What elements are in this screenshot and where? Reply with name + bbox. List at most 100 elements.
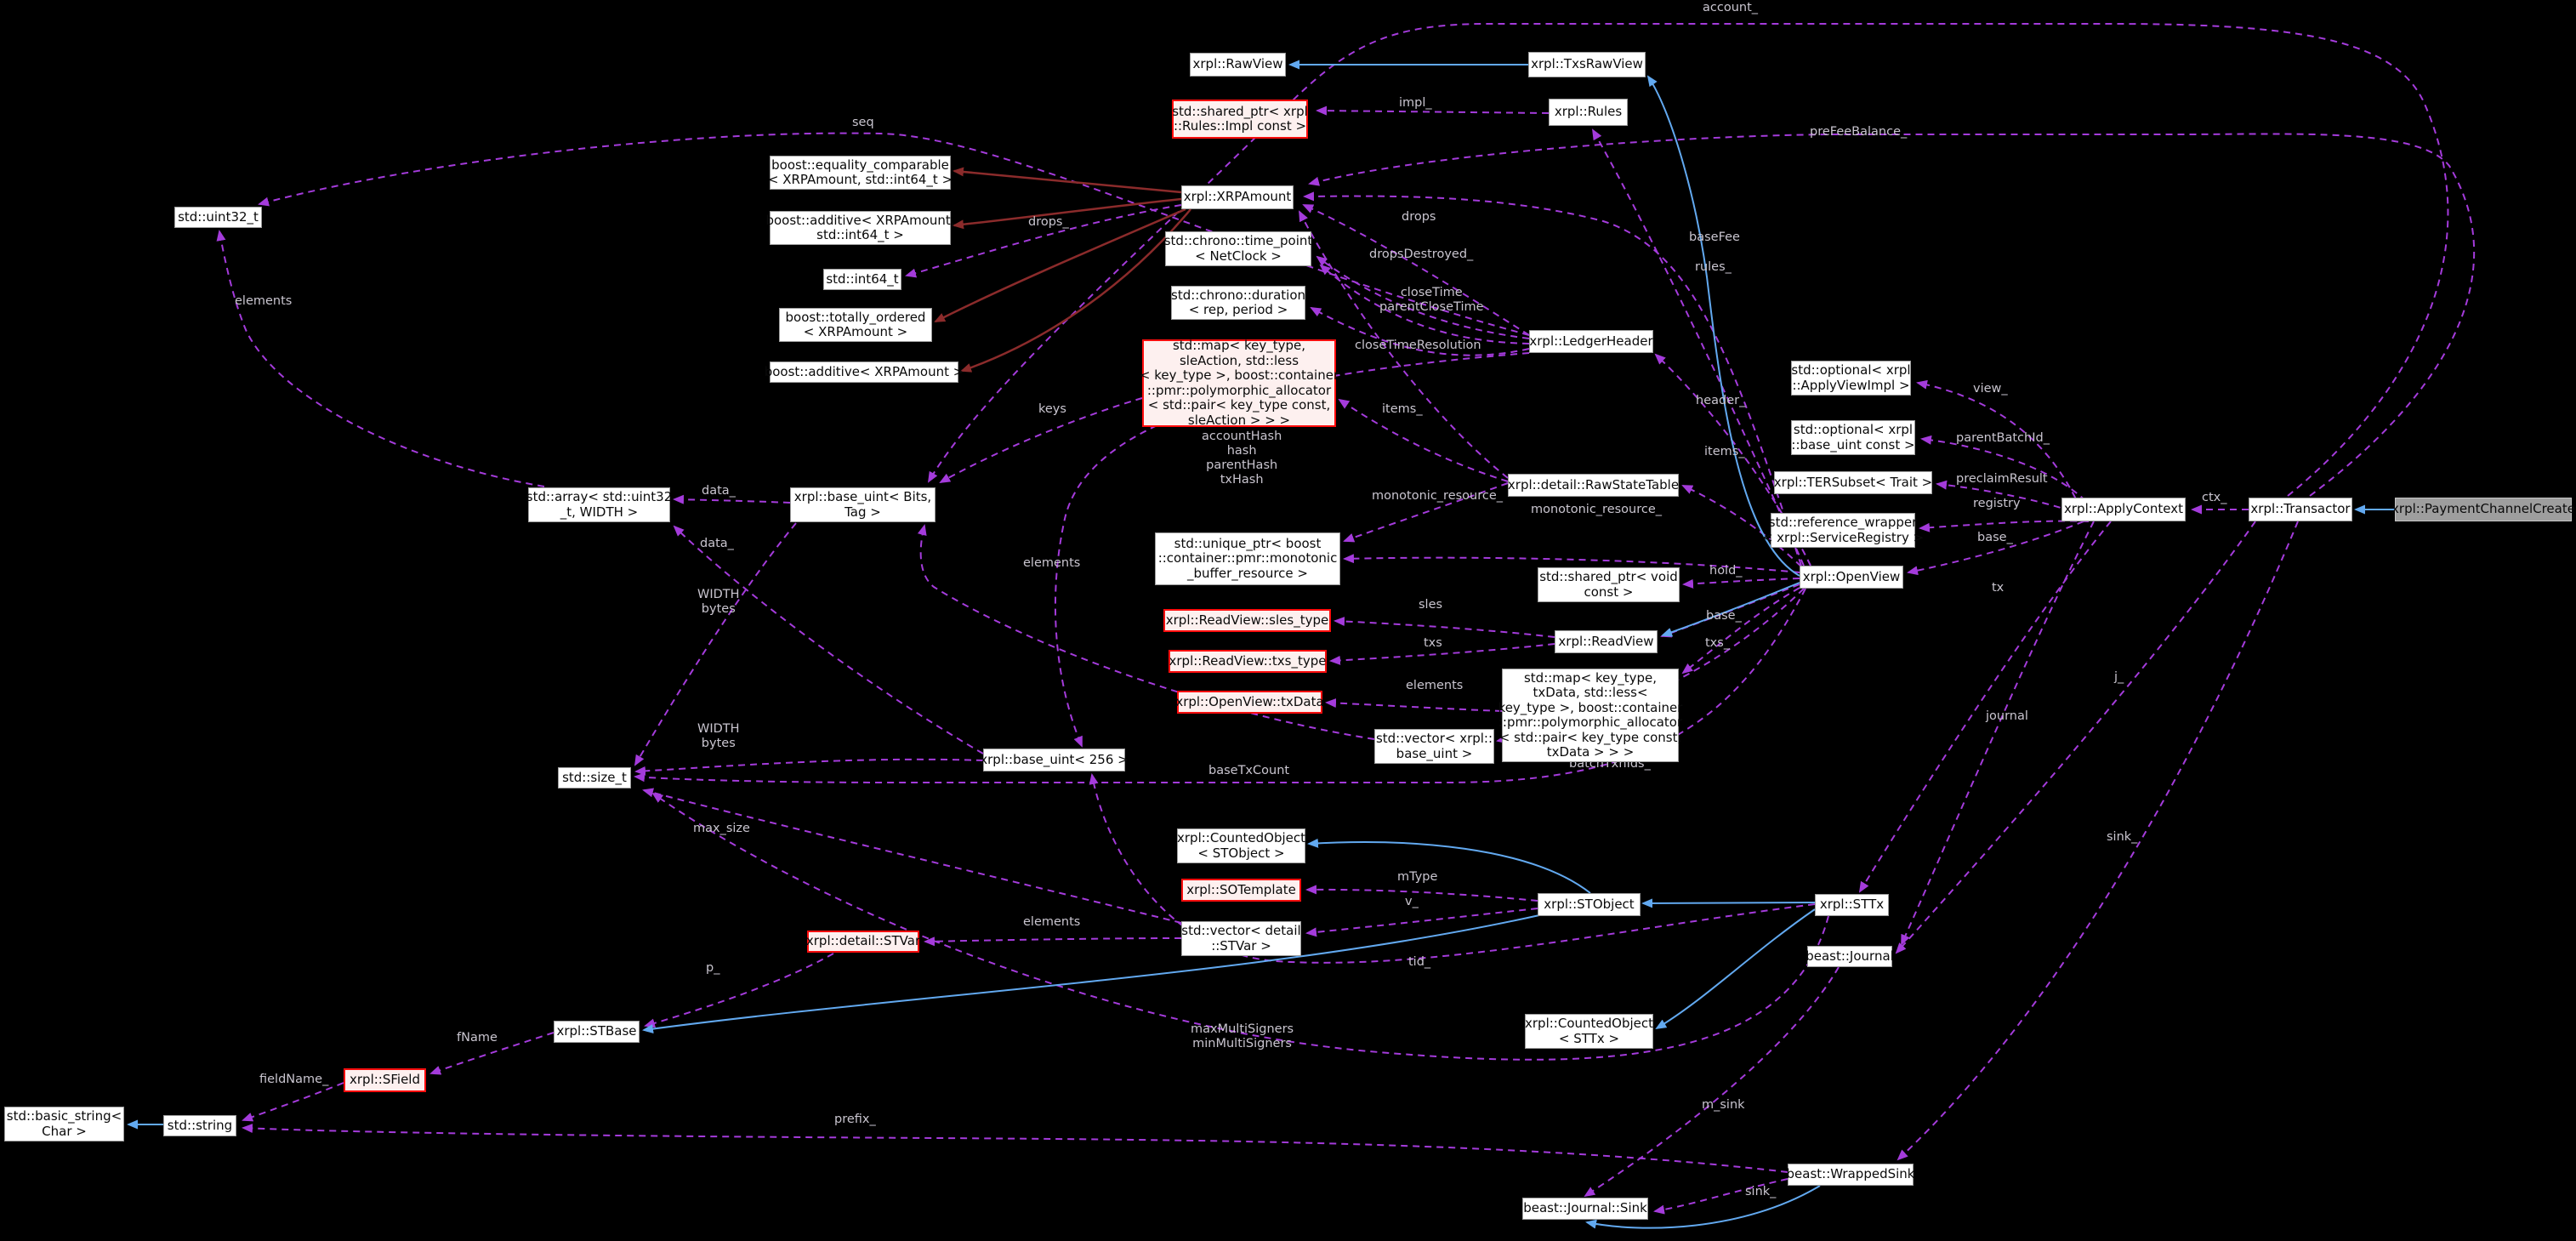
node-sotempl[interactable]: xrpl::SOTemplate [1181, 879, 1301, 902]
edge-inh_ws_jsink [1585, 1185, 1821, 1229]
node-stvar[interactable]: xrpl::detail::STVar [806, 931, 920, 953]
edge-m_sink [1584, 966, 1840, 1198]
node-vec_stvar[interactable]: std::vector< detail::STVar > [1181, 921, 1301, 956]
edge-base_ac_ov [1907, 521, 2084, 576]
node-label-rules: xrpl::Rules [1554, 104, 1623, 120]
node-refwrap[interactable]: std::reference_wrapper< xrpl::ServiceReg… [1762, 513, 1924, 548]
edge-inh_sto_stbase [642, 914, 1540, 1034]
node-ov_txdata[interactable]: xrpl::OpenView::txData [1175, 691, 1324, 714]
node-transactor[interactable]: xrpl::Transactor [2249, 498, 2352, 521]
node-co_sto[interactable]: xrpl::CountedObject< STObject > [1177, 828, 1305, 863]
node-journal[interactable]: beast::Journal [1805, 946, 1894, 967]
edge-sink_ws [1653, 1178, 1788, 1215]
node-label-bu_bits: xrpl::base_uint< Bits,Tag > [793, 489, 932, 520]
node-label-ledgerheader: xrpl::LedgerHeader [1529, 333, 1653, 349]
edge-label-base_ov_rv: base_ [1706, 609, 1742, 623]
node-opt_avi[interactable]: std::optional< xrpl::ApplyViewImpl > [1791, 361, 1911, 396]
node-map_sle[interactable]: std::map< key_type,sleAction, std::less<… [1140, 338, 1339, 427]
node-add_i64[interactable]: boost::additive< XRPAmount,std::int64_t … [765, 211, 955, 245]
edge-label-tx: tx [1992, 581, 2005, 595]
edge-inh_eq [952, 167, 1182, 194]
node-sp_rules_impl[interactable]: std::shared_ptr< xrpl::Rules::Impl const… [1172, 100, 1308, 139]
node-timepoint[interactable]: std::chrono::time_point< NetClock > [1164, 231, 1312, 266]
edge-account [927, 23, 2449, 497]
node-uniqptr[interactable]: std::unique_ptr< boost::container::pmr::… [1155, 532, 1340, 585]
node-rawview[interactable]: xrpl::RawView [1190, 53, 1286, 77]
node-uint32[interactable]: std::uint32_t [174, 207, 262, 228]
edge-maxmulti [651, 792, 1829, 1061]
node-label-readview: xrpl::ReadView [1558, 633, 1654, 649]
edge-inh_sttx_co [1655, 908, 1816, 1030]
node-label-journal: beast::Journal [1805, 948, 1894, 964]
node-label-uniqptr: std::unique_ptr< boost::container::pmr::… [1157, 535, 1338, 581]
edge-drops [1302, 204, 1530, 336]
node-sizet[interactable]: std::size_t [558, 767, 631, 788]
node-co_sttx[interactable]: xrpl::CountedObject< STTx > [1525, 1014, 1653, 1049]
edge-hashes [1054, 352, 1530, 748]
edge-preFeeBalance [1308, 133, 2476, 497]
node-bu256[interactable]: xrpl::base_uint< 256 > [980, 749, 1129, 771]
node-label-arr: std::array< std::uint32_t, WIDTH > [526, 489, 673, 520]
edge-label-m_sink: m_sink [1702, 1098, 1745, 1112]
node-stbase[interactable]: xrpl::STBase [554, 1021, 640, 1043]
node-label-wsink: beast::WrappedSink [1786, 1166, 1915, 1182]
edge-label-baseTxCount: baseTxCount [1208, 764, 1290, 777]
node-txsrawview[interactable]: xrpl::TxsRawView [1528, 52, 1646, 77]
node-txs_type[interactable]: xrpl::ReadView::txs_type [1169, 650, 1327, 673]
edge-label-ctx: ctx_ [2202, 491, 2227, 504]
node-opt_bu[interactable]: std::optional< xrpl::base_uint const > [1791, 420, 1915, 455]
node-openview[interactable]: xrpl::OpenView [1800, 566, 1903, 589]
edge-label-registry: registry [1973, 497, 2021, 510]
node-int64[interactable]: std::int64_t [823, 269, 901, 290]
edge-elements_stv [924, 936, 1182, 947]
node-sfield[interactable]: xrpl::SField [344, 1068, 426, 1092]
node-xrpamount[interactable]: xrpl::XRPAmount [1181, 185, 1294, 209]
node-tersub[interactable]: xrpl::TERSubset< Trait > [1774, 471, 1932, 494]
edge-monores_rst [1343, 482, 1509, 543]
edge-label-base_ac_ov: base_ [1977, 531, 2013, 544]
node-sttx[interactable]: xrpl::STTx [1815, 894, 1889, 916]
edge-label-txs: txs [1424, 636, 1442, 650]
edge-label-sink_ws: sink_ [1745, 1185, 1777, 1198]
node-map_txd[interactable]: std::map< key_type,txData, std::less<key… [1498, 669, 1682, 762]
edge-tid [1089, 773, 1816, 964]
node-add_xrp[interactable]: boost::additive< XRPAmount > [765, 361, 964, 383]
node-stobject[interactable]: xrpl::STObject [1538, 893, 1641, 916]
node-tot_ord[interactable]: boost::totally_ordered< XRPAmount > [779, 308, 932, 342]
node-pcc[interactable]: xrpl::PaymentChannelCreate [2391, 498, 2575, 521]
edge-fName [429, 1032, 554, 1075]
edge-label-tid: tid_ [1408, 955, 1431, 969]
node-arr[interactable]: std::array< std::uint32_t, WIDTH > [526, 487, 673, 522]
edge-label-p: p_ [706, 961, 720, 975]
node-sles_type[interactable]: xrpl::ReadView::sles_type [1163, 609, 1331, 632]
node-bu_bits[interactable]: xrpl::base_uint< Bits,Tag > [790, 487, 935, 522]
edge-elements_txd [1325, 698, 1503, 712]
node-duration[interactable]: std::chrono::duration< rep, period > [1171, 286, 1305, 320]
edge-parentBatchId [1920, 435, 2101, 521]
node-label-opt_bu: std::optional< xrpl::base_uint const > [1791, 422, 1915, 453]
node-rst[interactable]: xrpl::detail::RawStateTable [1508, 474, 1679, 497]
edge-journal [1901, 521, 2095, 946]
node-applyctx[interactable]: xrpl::ApplyContext [2061, 498, 2186, 521]
node-wsink[interactable]: beast::WrappedSink [1786, 1164, 1915, 1186]
node-label-co_sttx: xrpl::CountedObject< STTx > [1525, 1016, 1653, 1046]
edge-txs_ov [1681, 587, 1800, 675]
edge-label-data_bits: data_ [702, 484, 736, 498]
edge-label-elements_txd: elements [1406, 679, 1464, 692]
node-label-transactor: xrpl::Transactor [2250, 501, 2351, 517]
edge-label-journal: journal [1986, 709, 2028, 723]
node-string[interactable]: std::string [163, 1115, 236, 1136]
node-basicstring[interactable]: std::basic_string<Char > [4, 1107, 124, 1141]
node-vec_bu[interactable]: std::vector< xrpl::base_uint > [1374, 729, 1494, 764]
node-jsink[interactable]: beast::Journal::Sink [1522, 1198, 1648, 1220]
edge-label-preFeeBalance: preFeeBalance_ [1810, 125, 1908, 139]
node-eq_comp[interactable]: boost::equality_comparable< XRPAmount, s… [768, 156, 952, 190]
node-readview[interactable]: xrpl::ReadView [1555, 630, 1658, 653]
node-rules[interactable]: xrpl::Rules [1549, 99, 1628, 126]
edge-label-preclaimResult: preclaimResult [1956, 472, 2048, 486]
node-ledgerheader[interactable]: xrpl::LedgerHeader [1529, 330, 1653, 353]
